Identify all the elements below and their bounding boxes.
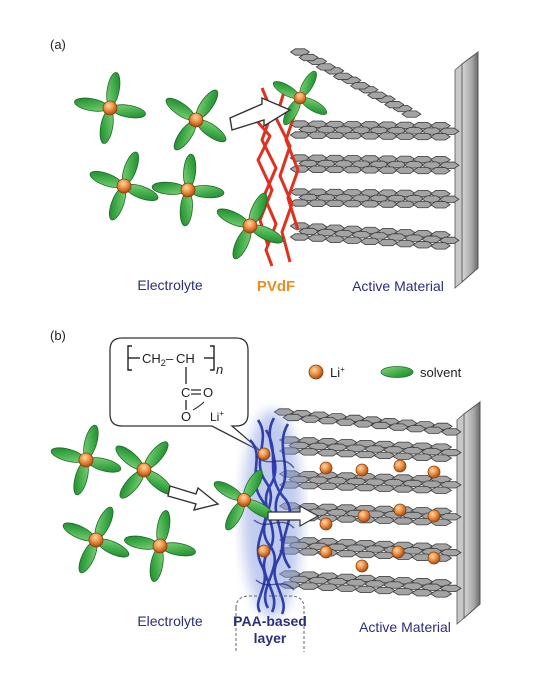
legend-solvent-label: solvent: [420, 365, 462, 380]
panel-b-label: (b): [50, 328, 66, 343]
arrow-icon: [167, 485, 220, 511]
graphite-sheet: [273, 408, 462, 436]
solvated-li-complex: [213, 469, 275, 531]
solvent-icon: [380, 366, 414, 378]
graphite-sheet: [278, 470, 462, 494]
li-ion: [427, 551, 441, 565]
formula-dash: –: [166, 351, 174, 366]
formula-repeat-n: n: [216, 362, 223, 377]
li-ion-icon: [308, 364, 324, 380]
graphite-sheet: [278, 436, 462, 462]
formula-oxygen-double: O: [203, 385, 213, 400]
paa-formula-callout: CH2 – CH n C O O Li+: [109, 337, 263, 453]
electrolyte-label-a: Electrolyte: [137, 277, 203, 293]
legend: Li+ solvent: [308, 364, 462, 380]
li-ion: [391, 545, 405, 559]
active-material-label-a: Active Material: [352, 278, 444, 294]
electrolyte-label-b: Electrolyte: [137, 613, 203, 629]
active-material-label-b: Active Material: [359, 619, 451, 635]
solvated-li-complexes-b: [50, 424, 275, 582]
graphite-sheet: [289, 222, 460, 250]
li-ion: [393, 503, 407, 517]
li-ion: [357, 509, 371, 523]
desolvated-li-ions: [257, 447, 271, 558]
solvated-li-complex: [74, 72, 146, 144]
li-ion: [427, 465, 441, 479]
solvated-li-complex: [124, 510, 196, 582]
paa-label-line1: PAA-based: [233, 613, 307, 629]
graphite-sheet: [289, 120, 460, 141]
current-collector: [461, 51, 479, 284]
paa-label-frame: [235, 595, 305, 652]
graphite-sheet: [289, 48, 422, 118]
legend-li-label: Li+: [330, 365, 345, 380]
formula-oxygen-single: O: [181, 409, 191, 424]
current-collector-b: [463, 401, 481, 620]
li-ion: [319, 517, 333, 531]
graphite-sheet: [278, 570, 462, 598]
graphite-layers: [289, 48, 460, 250]
solvated-li-complex: [115, 441, 173, 499]
solvated-li-complex: [216, 192, 284, 260]
panel-a: (a) Electrolyte PVdF Active Material: [50, 37, 479, 295]
solvated-li-complexes: [74, 70, 328, 260]
solvated-li-complex: [50, 424, 122, 496]
li-ion: [427, 509, 441, 523]
li-ion: [393, 459, 407, 473]
li-ion: [355, 463, 369, 477]
formula-carbon: C: [181, 385, 190, 400]
current-collector-edge: [454, 63, 463, 289]
intercalated-li-ions: [319, 459, 441, 573]
graphite-sheet: [289, 154, 460, 175]
arrow-icon: [267, 504, 320, 528]
solvated-li-complex: [89, 151, 159, 221]
solvated-li-complex: [165, 89, 227, 151]
solvated-li-complex: [62, 506, 130, 574]
solvated-li-complex: [272, 70, 328, 126]
li-ion: [319, 461, 333, 475]
formula-ch2: CH2: [142, 351, 166, 368]
formula-ch: CH: [176, 351, 195, 366]
arrow-icon: [229, 96, 292, 131]
panel-b: (b) CH2 – CH n C O O Li+ Li+: [50, 328, 481, 652]
pvdf-label: PVdF: [257, 278, 295, 295]
formula-li-ion: Li+: [210, 409, 224, 424]
paa-label-line2: layer: [254, 630, 287, 646]
solvated-li-complex: [151, 153, 225, 227]
li-ion: [355, 559, 369, 573]
panel-a-label: (a): [50, 37, 66, 52]
current-collector-b-edge: [456, 413, 465, 625]
graphite-sheet: [289, 188, 460, 209]
li-ion: [319, 545, 333, 559]
